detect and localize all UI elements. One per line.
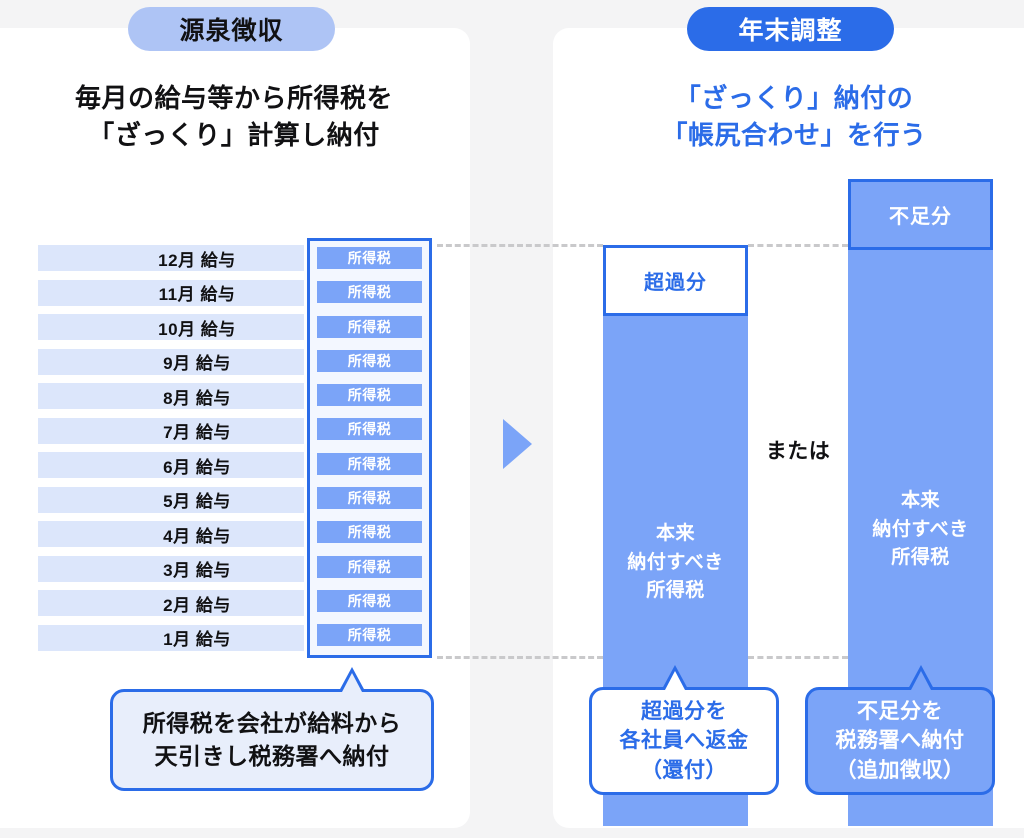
- badge-withholding: 源泉徴収: [128, 7, 335, 51]
- income-tax-chip: 所得税: [317, 247, 422, 269]
- income-tax-chip: 所得税: [317, 452, 422, 475]
- income-tax-chip: 所得税: [317, 555, 422, 578]
- month-salary-row: 11月 給与: [38, 279, 304, 306]
- month-salary-label: 2月 給与: [163, 595, 231, 615]
- income-tax-chip: 所得税: [317, 418, 422, 441]
- income-tax-column: 所得税所得税所得税所得税所得税所得税所得税所得税所得税所得税所得税所得税: [307, 238, 432, 658]
- income-tax-chip: 所得税: [317, 521, 422, 544]
- income-tax-chip: 所得税: [317, 487, 422, 510]
- income-tax-chip: 所得税: [317, 589, 422, 612]
- callout-refund: 超過分を 各社員へ返金 （還付）: [589, 687, 779, 795]
- triangle-right-icon: [503, 419, 532, 469]
- month-salary-label: 11月 給与: [158, 285, 236, 304]
- month-salary-label: 9月 給与: [163, 354, 231, 373]
- month-salary-row: 12月 給与: [38, 245, 304, 271]
- month-salary-row: 5月 給与: [38, 486, 304, 513]
- month-salary-row: 4月 給与: [38, 521, 304, 547]
- month-salary-label: 7月 給与: [163, 423, 231, 442]
- title-year-end-adjustment: 「ざっくり」納付の 「帳尻合わせ」を行う: [661, 83, 927, 150]
- bar-overpaid-text: 本来 納付すべき 所得税: [627, 523, 724, 602]
- income-tax-chip: 所得税: [317, 281, 422, 304]
- callout-withholding: 所得税を会社が給料から 天引きし税務署へ納付: [110, 689, 434, 791]
- income-tax-chip: 所得税: [317, 624, 422, 647]
- dashed-connector-mid-top: [748, 244, 848, 247]
- dashed-connector-top: [437, 244, 603, 247]
- dashed-connector-bottom: [437, 656, 603, 659]
- month-salary-row: 2月 給与: [38, 590, 304, 616]
- month-salary-list: 12月 給与 11月 給与 10月 給与 9月 給与 8月 給与 7月 給与 6月 給与 5月…: [38, 245, 304, 659]
- month-salary-row: 7月 給与: [38, 417, 304, 444]
- or-separator-label: または: [765, 440, 831, 463]
- label-shortfall-amount: 不足分: [848, 179, 993, 250]
- callout-additional-collection: 不足分を 税務署へ納付 （追加徴収）: [805, 687, 995, 795]
- month-salary-row: 6月 給与: [38, 452, 304, 478]
- callout-refund-text: 超過分を 各社員へ返金 （還付）: [619, 699, 749, 782]
- month-salary-label: 8月 給与: [163, 388, 231, 408]
- month-salary-row: 3月 給与: [38, 555, 304, 582]
- callout-withholding-text: 所得税を会社が給料から 天引きし税務署へ納付: [142, 709, 402, 769]
- month-salary-row: 8月 給与: [38, 383, 304, 409]
- income-tax-chip: 所得税: [317, 315, 422, 338]
- month-salary-label: 6月 給与: [163, 457, 231, 477]
- dashed-connector-mid-bottom: [748, 656, 848, 659]
- badge-year-end-adjustment: 年末調整: [687, 7, 894, 51]
- month-salary-label: 10月 給与: [158, 319, 236, 339]
- bar-underpaid-text: 本来 納付すべき 所得税: [872, 490, 969, 569]
- month-salary-label: 1月 給与: [163, 630, 231, 649]
- label-excess-amount: 超過分: [603, 245, 748, 316]
- callout-additional-collection-text: 不足分を 税務署へ納付 （追加徴収）: [835, 699, 965, 782]
- month-salary-row: 10月 給与: [38, 314, 304, 340]
- month-salary-label: 12月 給与: [158, 250, 236, 270]
- title-withholding: 毎月の給与等から所得税を 「ざっくり」計算し納付: [74, 83, 393, 150]
- month-salary-label: 3月 給与: [163, 561, 231, 580]
- income-tax-chip: 所得税: [317, 349, 422, 372]
- month-salary-row: 1月 給与: [38, 624, 304, 651]
- month-salary-label: 4月 給与: [163, 526, 231, 546]
- month-salary-label: 5月 給与: [163, 492, 231, 511]
- income-tax-chip: 所得税: [317, 384, 422, 407]
- month-salary-row: 9月 給与: [38, 348, 304, 375]
